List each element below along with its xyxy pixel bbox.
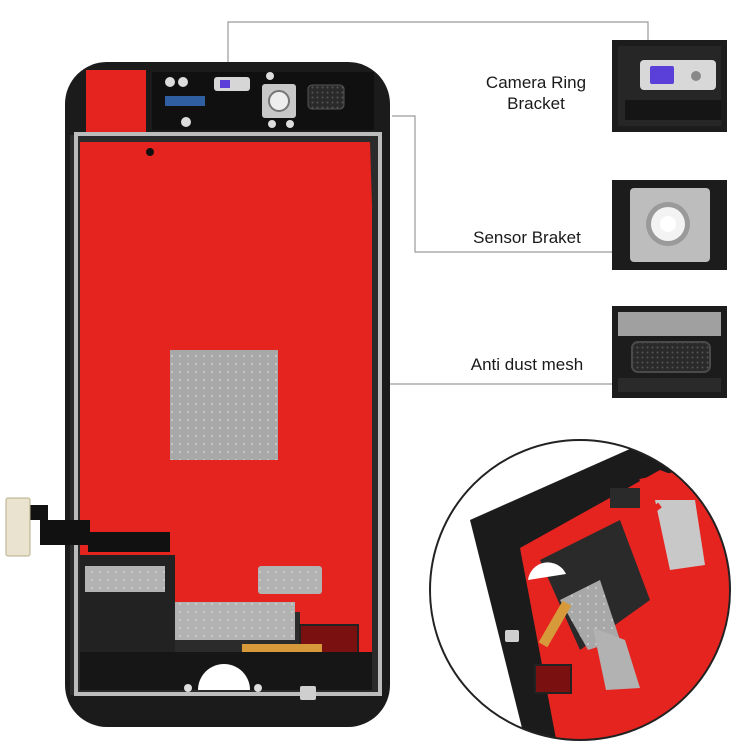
flex-gold-strip	[242, 644, 322, 654]
dust-mesh-part	[307, 84, 345, 110]
callout-label-sensor-bracket: Sensor Braket	[473, 228, 581, 247]
leader-line-camera	[227, 21, 649, 70]
top-red-tab	[86, 70, 146, 132]
callout-label-line2: Bracket	[507, 94, 565, 113]
leader-line-sensor	[392, 115, 612, 253]
flex-cable	[30, 505, 170, 552]
flex-connector	[5, 497, 31, 557]
camera-ring-bracket-part	[214, 77, 250, 91]
thumbnail-camera-ring	[612, 40, 727, 132]
callout-label-camera-ring-bracket: Camera Ring Bracket	[470, 72, 602, 114]
callout-label-anti-dust-mesh: Anti dust mesh	[470, 355, 584, 374]
callout-label-line1: Camera Ring	[485, 73, 587, 92]
thumbnail-dust-mesh	[612, 306, 727, 398]
zoom-circle	[429, 439, 731, 741]
lcd-assembly	[5, 62, 390, 727]
thumbnail-sensor-bracket	[612, 180, 727, 270]
home-button-cutout	[198, 664, 250, 690]
